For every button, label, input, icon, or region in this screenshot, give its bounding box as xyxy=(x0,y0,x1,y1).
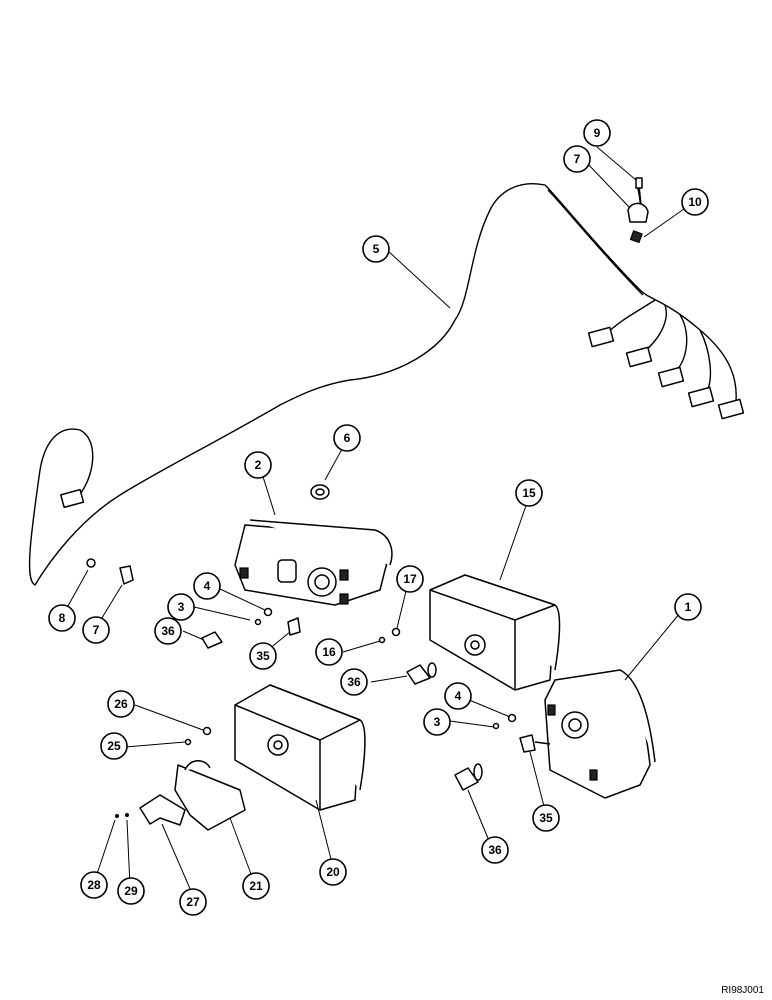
svg-text:35: 35 xyxy=(539,811,553,825)
svg-text:2: 2 xyxy=(255,458,262,472)
callout-27: 27 xyxy=(179,888,207,916)
callout-21: 21 xyxy=(242,872,270,900)
svg-text:7: 7 xyxy=(574,152,581,166)
lamp-assembly-lower xyxy=(234,684,366,811)
svg-text:7: 7 xyxy=(93,623,100,637)
callout-36-b: 36 xyxy=(340,668,368,696)
svg-text:27: 27 xyxy=(186,895,200,909)
wire-connectors xyxy=(287,617,551,753)
svg-text:8: 8 xyxy=(59,611,66,625)
callout-6: 6 xyxy=(333,424,361,452)
callout-3-a: 3 xyxy=(167,593,195,621)
svg-text:26: 26 xyxy=(114,697,128,711)
callout-36-a: 36 xyxy=(154,617,182,645)
lamp-bracket-and-reflector xyxy=(139,760,246,831)
svg-text:4: 4 xyxy=(204,579,211,593)
callout-2: 2 xyxy=(244,451,272,479)
callout-4-b: 4 xyxy=(444,682,472,710)
figure-reference-code: RI98J001 xyxy=(721,985,764,996)
callout-3-b: 3 xyxy=(423,708,451,736)
svg-text:1: 1 xyxy=(685,600,692,614)
callout-1: 1 xyxy=(674,593,702,621)
callout-10: 10 xyxy=(681,188,709,216)
svg-text:35: 35 xyxy=(256,649,270,663)
svg-text:20: 20 xyxy=(326,865,340,879)
callout-4-a: 4 xyxy=(193,572,221,600)
callout-9: 9 xyxy=(583,119,611,147)
callout-25: 25 xyxy=(100,732,128,760)
callout-5: 5 xyxy=(362,235,390,263)
callout-17: 17 xyxy=(396,565,424,593)
svg-text:25: 25 xyxy=(107,739,121,753)
callout-15: 15 xyxy=(515,479,543,507)
callout-29: 29 xyxy=(117,877,145,905)
svg-text:15: 15 xyxy=(522,486,536,500)
svg-text:9: 9 xyxy=(594,126,601,140)
callout-20: 20 xyxy=(319,858,347,886)
callout-35-a: 35 xyxy=(249,642,277,670)
svg-text:28: 28 xyxy=(87,878,101,892)
svg-text:36: 36 xyxy=(161,624,175,638)
callout-35-b: 35 xyxy=(532,804,560,832)
bulb-sockets xyxy=(201,631,483,791)
svg-text:3: 3 xyxy=(178,600,185,614)
svg-text:4: 4 xyxy=(455,689,462,703)
callout-36-c: 36 xyxy=(481,836,509,864)
clamp-hardware-top xyxy=(627,177,649,244)
svg-text:21: 21 xyxy=(249,879,263,893)
svg-text:36: 36 xyxy=(347,675,361,689)
grommet xyxy=(310,484,330,500)
svg-text:17: 17 xyxy=(403,572,417,586)
lamp-assembly-center xyxy=(429,574,561,691)
leader-lines xyxy=(62,146,685,899)
callout-26: 26 xyxy=(107,690,135,718)
svg-text:36: 36 xyxy=(488,843,502,857)
lamp-assembly-upper xyxy=(234,519,393,606)
svg-text:29: 29 xyxy=(124,884,138,898)
svg-text:6: 6 xyxy=(344,431,351,445)
callout-7-b: 7 xyxy=(82,616,110,644)
small-hardware xyxy=(86,558,517,818)
svg-text:3: 3 xyxy=(434,715,441,729)
callout-16: 16 xyxy=(315,638,343,666)
wiring-harness xyxy=(28,183,745,586)
svg-text:16: 16 xyxy=(322,645,336,659)
svg-text:10: 10 xyxy=(688,195,702,209)
callout-7-a: 7 xyxy=(563,145,591,173)
lamp-assembly-right xyxy=(544,669,656,799)
callout-8: 8 xyxy=(48,604,76,632)
callout-28: 28 xyxy=(80,871,108,899)
svg-text:5: 5 xyxy=(373,242,380,256)
